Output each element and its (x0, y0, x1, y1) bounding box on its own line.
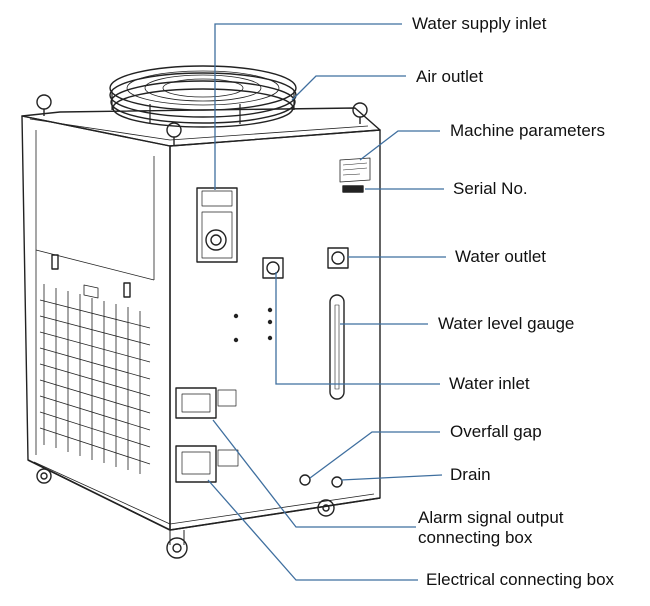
side-latch-right (123, 282, 131, 298)
callout-air-outlet: Air outlet (416, 67, 484, 86)
electrical-box (175, 445, 217, 483)
supply-inlet-panel (196, 187, 238, 263)
leader-water-supply-inlet (214, 23, 402, 190)
leader-alarm-signal (212, 419, 416, 528)
callout-serial-no: Serial No. (453, 179, 528, 198)
callout-alarm-line2: connecting box (418, 528, 533, 547)
casters (36, 468, 335, 559)
leader-lines (207, 23, 446, 581)
lifting-eye-1 (36, 94, 52, 110)
callout-alarm-line1: Alarm signal output (418, 508, 564, 527)
drain-port (331, 476, 343, 488)
side-latch-left (51, 254, 59, 270)
callout-alarm-signal-output: Alarm signal output connecting box (418, 508, 564, 548)
callout-electrical-connecting-box: Electrical connecting box (426, 570, 615, 589)
leader-air-outlet (291, 75, 406, 101)
callout-water-inlet: Water inlet (449, 374, 530, 393)
lifting-eye-2 (352, 102, 368, 118)
callout-water-outlet: Water outlet (455, 247, 547, 266)
serial-plate (342, 185, 364, 193)
leader-machine-parameters (359, 130, 440, 161)
callout-water-supply-inlet: Water supply inlet (412, 14, 547, 33)
callout-overfall-gap: Overfall gap (450, 422, 542, 441)
callout-machine-parameters: Machine parameters (450, 121, 605, 140)
leader-electrical-box (207, 479, 418, 581)
vent-grid (39, 284, 151, 474)
overfall-port (299, 474, 311, 486)
leader-drain (340, 474, 443, 481)
cabinet-base (27, 459, 381, 531)
callout-drain: Drain (450, 465, 491, 484)
leader-overfall-gap (309, 431, 440, 479)
fan-guard (109, 65, 297, 128)
leader-water-inlet (275, 272, 440, 385)
alarm-box (175, 387, 217, 419)
callout-water-level-gauge: Water level gauge (438, 314, 575, 333)
level-gauge-body (329, 294, 345, 400)
